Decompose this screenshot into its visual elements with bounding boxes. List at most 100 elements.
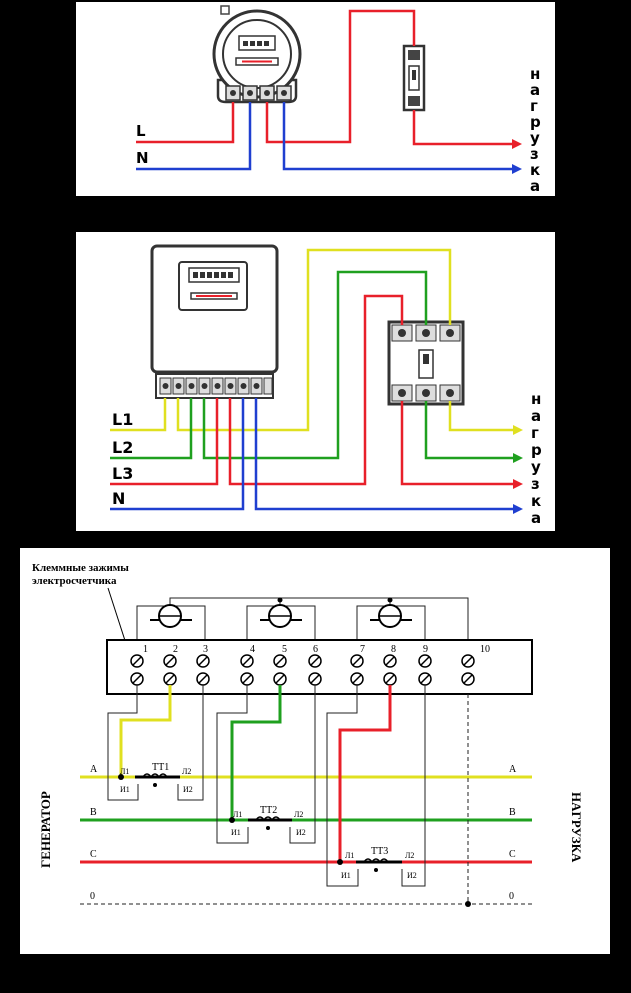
load-label-vertical: н а г р у з к а — [531, 390, 542, 527]
L2-wire-out — [424, 401, 513, 460]
three-phase-meter-terminals — [159, 377, 273, 395]
L2-arrow — [513, 453, 523, 463]
caption-line-2: электросчетчика — [32, 575, 117, 587]
phase-labels-left: A B C 0 — [90, 764, 98, 902]
svg-text:р: р — [531, 441, 542, 459]
svg-text:а: а — [530, 81, 540, 99]
L3-wire-to-breaker — [228, 294, 404, 486]
svg-text:2: 2 — [173, 644, 178, 655]
neutral-wire-out — [282, 102, 512, 171]
terminal-block — [106, 639, 533, 695]
svg-text:1: 1 — [143, 644, 148, 655]
ct-wiring: Клеммные зажимы электросчетчика — [32, 562, 584, 907]
svg-text:к: к — [531, 492, 541, 510]
load-label: НАГРУЗКА — [569, 792, 584, 863]
svg-text:И1: И1 — [341, 871, 351, 880]
terminal-screw-slots — [132, 656, 473, 684]
L3-wire-out — [400, 401, 513, 486]
single-phase-wiring: L N н а г р у з к а — [136, 5, 541, 195]
svg-text:0: 0 — [509, 891, 514, 902]
svg-text:6: 6 — [313, 644, 318, 655]
svg-text:C: C — [509, 849, 516, 860]
svg-text:г: г — [530, 97, 538, 115]
label-L1: L1 — [112, 410, 133, 429]
svg-text:И1: И1 — [231, 828, 241, 837]
svg-text:р: р — [530, 113, 541, 131]
svg-text:Л2: Л2 — [405, 851, 414, 860]
three-phase-meter — [150, 244, 279, 399]
N-arrow — [513, 504, 523, 514]
generator-label: ГЕНЕРАТОР — [38, 791, 53, 868]
single-phase-meter — [212, 5, 302, 104]
phase-arrow — [512, 139, 522, 149]
load-label-vertical: н а г р у з к а — [530, 65, 541, 195]
svg-text:г: г — [531, 424, 539, 442]
meter-coil-2 — [260, 597, 302, 628]
svg-text:у: у — [531, 458, 541, 476]
three-phase-diagram: L1 L2 L3 N н а г р у з к а — [76, 232, 555, 531]
svg-text:8: 8 — [391, 644, 396, 655]
L2-wire-to-breaker — [202, 270, 428, 460]
svg-text:B: B — [509, 807, 516, 818]
svg-text:И2: И2 — [407, 871, 417, 880]
svg-text:а: а — [531, 407, 541, 425]
svg-text:а: а — [531, 509, 541, 527]
svg-text:5: 5 — [282, 644, 287, 655]
svg-text:Л1: Л1 — [233, 810, 242, 819]
ct3-voltage-wire — [338, 685, 392, 862]
svg-text:Л2: Л2 — [294, 810, 303, 819]
caption-line-1: Клеммные зажимы — [32, 562, 129, 574]
label-N: N — [136, 149, 149, 167]
svg-text:Л1: Л1 — [120, 767, 129, 776]
svg-text:н: н — [531, 390, 541, 408]
svg-text:ТТ2: ТТ2 — [260, 805, 277, 816]
svg-text:И1: И1 — [120, 785, 130, 794]
ct2-voltage-wire — [230, 685, 282, 820]
ct3-wiring — [326, 685, 426, 887]
ct2-wiring — [216, 685, 316, 844]
svg-text:а: а — [530, 177, 540, 195]
svg-text:A: A — [90, 764, 98, 775]
svg-text:И2: И2 — [296, 828, 306, 837]
phase-wire-out — [412, 110, 512, 146]
svg-text:ТТ1: ТТ1 — [152, 762, 169, 773]
svg-text:з: з — [531, 475, 540, 493]
label-L3: L3 — [112, 464, 133, 483]
meter-coil-3 — [370, 597, 412, 628]
L1-wire-out — [448, 401, 513, 432]
phase-wire-in — [136, 102, 235, 144]
ct3: ТТ3 Л1 Л2 И1 И2 — [341, 846, 417, 880]
label-N: N — [112, 489, 125, 508]
ct1: ТТ1 Л1 Л2 И1 И2 — [120, 762, 193, 794]
terminal-numbers: 1 2 3 4 5 6 7 8 9 10 — [143, 644, 490, 655]
L2-wire-in — [110, 398, 193, 460]
phase-wire-to-breaker — [265, 9, 416, 144]
svg-text:9: 9 — [423, 644, 428, 655]
label-L: L — [136, 122, 146, 140]
svg-text:C: C — [90, 849, 97, 860]
meter-coil-1 — [150, 604, 192, 628]
L3-arrow — [513, 479, 523, 489]
label-L2: L2 — [112, 438, 133, 457]
svg-text:B: B — [90, 807, 97, 818]
L3-wire-in — [110, 398, 219, 486]
phase-labels-right: A B C 0 — [509, 764, 517, 902]
ct1-voltage-wire — [119, 685, 172, 777]
neutral-wire-in — [136, 102, 252, 171]
svg-text:к: к — [530, 161, 540, 179]
L1-wire-to-breaker — [176, 248, 452, 432]
L1-wire-in — [110, 398, 167, 432]
single-phase-breaker — [402, 44, 426, 112]
current-transformer-diagram: Клеммные зажимы электросчетчика — [20, 548, 610, 954]
single-phase-diagram: L N н а г р у з к а — [76, 2, 555, 196]
ct1-wiring — [107, 685, 204, 801]
N-wire-in — [110, 398, 245, 511]
svg-text:И2: И2 — [183, 785, 193, 794]
svg-text:A: A — [509, 764, 517, 775]
svg-text:0: 0 — [90, 891, 95, 902]
svg-text:у: у — [530, 129, 540, 147]
three-phase-wiring: L1 L2 L3 N н а г р у з к а — [110, 244, 542, 527]
neutral-arrow — [512, 164, 522, 174]
svg-text:ТТ3: ТТ3 — [371, 846, 388, 857]
svg-text:з: з — [530, 145, 539, 163]
